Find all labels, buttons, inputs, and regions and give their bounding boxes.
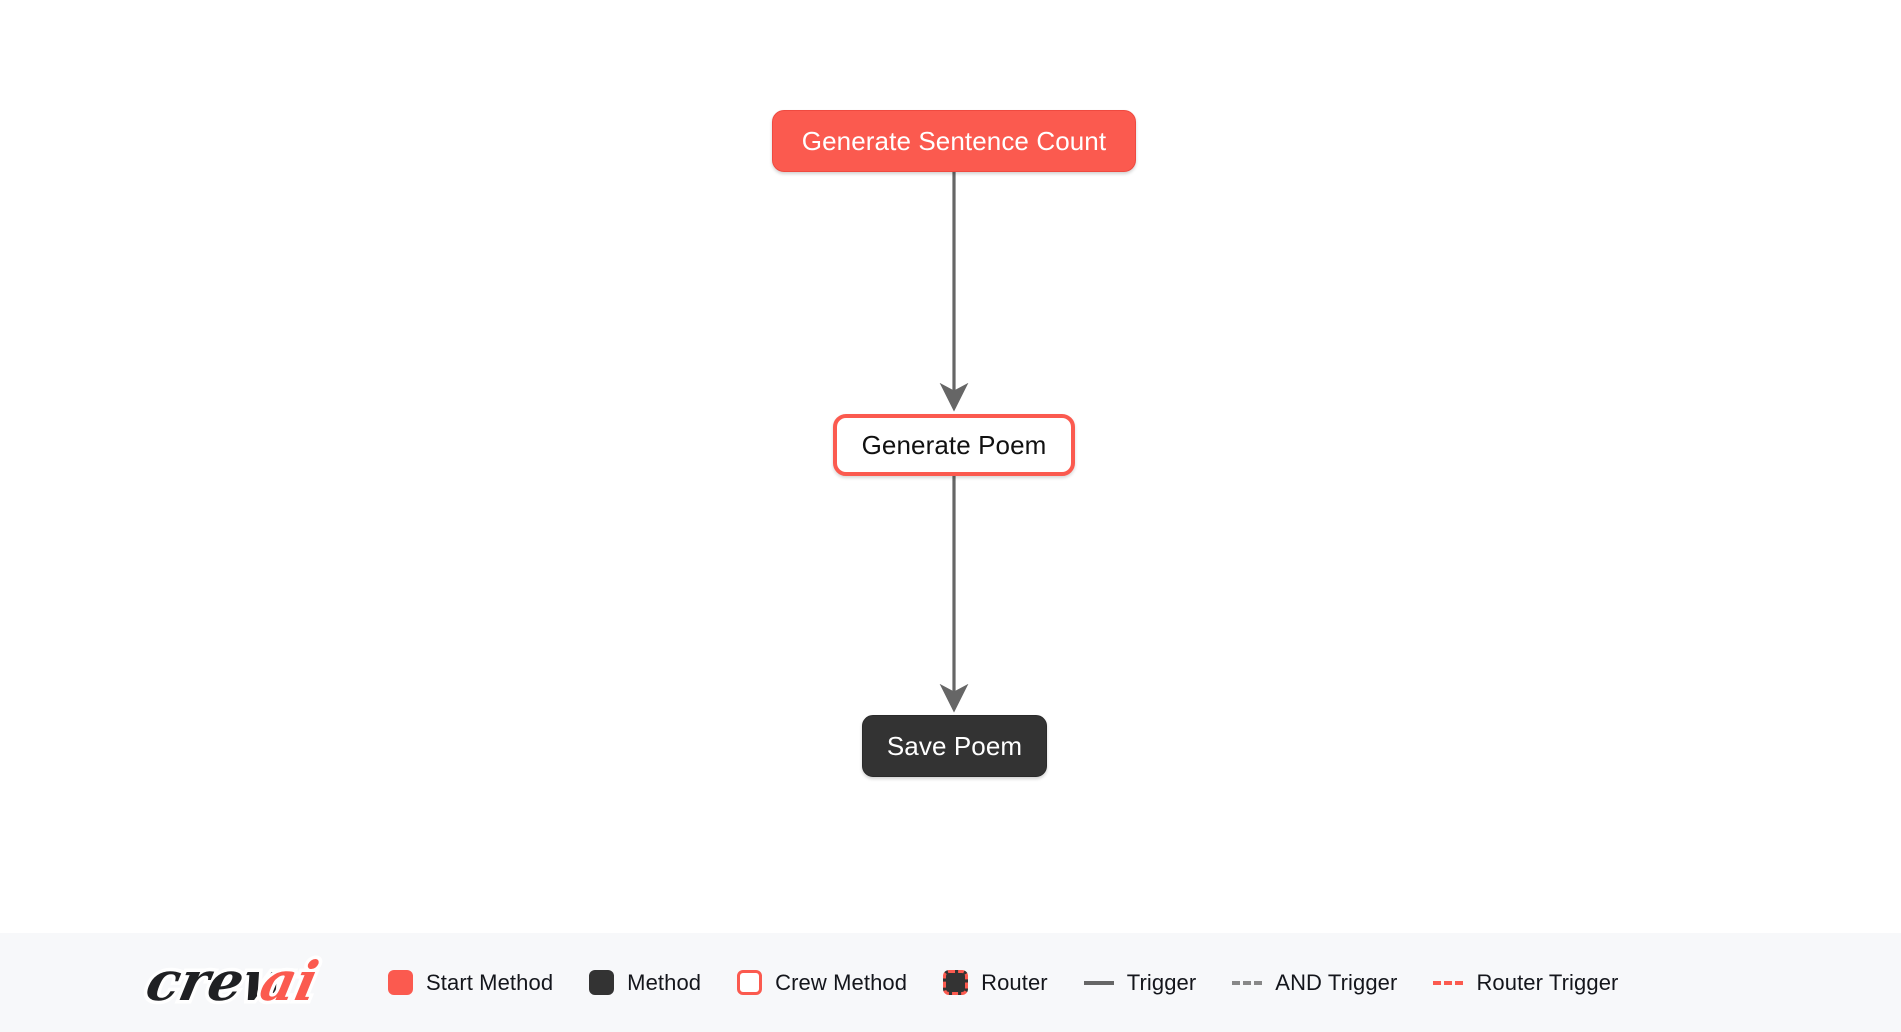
legend-item-start-method: Start Method: [388, 970, 553, 996]
crewai-logo-svg: crew ai: [137, 946, 327, 1016]
method-swatch-icon: [589, 970, 615, 995]
legend-item-trigger: Trigger: [1083, 969, 1197, 996]
legend-bar: crew ai Start Method Method Crew Method …: [0, 933, 1901, 1032]
legend-label: Method: [627, 969, 702, 995]
logo-text-crew: crew: [141, 949, 299, 1012]
legend-label: AND Trigger: [1275, 969, 1398, 995]
legend-item-router: Router: [943, 970, 1048, 996]
flow-canvas[interactable]: Generate Sentence Count Generate Poem Sa…: [0, 0, 1901, 933]
flow-node-generate-poem[interactable]: Generate Poem: [833, 414, 1075, 476]
and-trigger-line-icon: [1232, 980, 1263, 985]
legend-label: Trigger: [1126, 969, 1197, 995]
legend-item-router-trigger: Router Trigger: [1433, 970, 1618, 996]
crew-method-swatch-icon: [737, 970, 763, 995]
legend-label: Router: [981, 969, 1048, 995]
legend-label: Crew Method: [775, 969, 908, 995]
flow-node-label: Generate Poem: [861, 429, 1047, 460]
flow-node-save-poem[interactable]: Save Poem: [862, 715, 1047, 777]
flow-node-label: Generate Sentence Count: [801, 125, 1107, 156]
legend-item-method: Method: [589, 970, 701, 996]
router-swatch-icon: [943, 970, 969, 995]
flow-node-generate-sentence-count[interactable]: Generate Sentence Count: [772, 110, 1136, 172]
legend-label: Start Method: [426, 969, 554, 995]
crewai-logo: crew ai: [134, 942, 342, 1020]
start-method-swatch-icon: [388, 970, 413, 995]
legend-item-and-trigger: AND Trigger: [1232, 970, 1397, 996]
legend-item-crew-method: Crew Method: [737, 970, 907, 996]
legend-items: Start Method Method Crew Method Router T…: [388, 970, 1618, 996]
router-trigger-line-icon: [1433, 980, 1464, 985]
flow-node-label: Save Poem: [886, 730, 1023, 761]
legend-label: Router Trigger: [1476, 969, 1619, 995]
trigger-line-icon: [1083, 980, 1114, 985]
